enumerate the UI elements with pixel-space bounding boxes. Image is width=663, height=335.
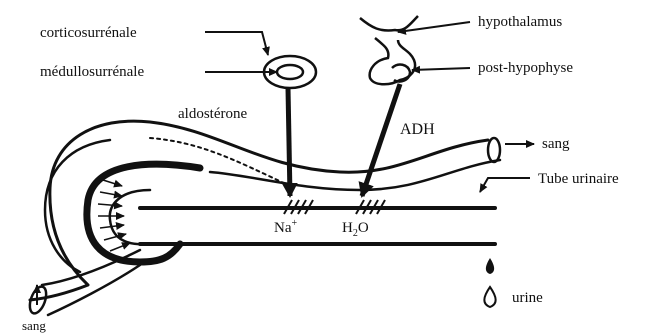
label-h2o-h: H (342, 220, 353, 236)
post-hypophyse-pointer (412, 68, 470, 70)
label-corticosurrenale: corticosurrénale (40, 25, 137, 41)
urine-drop-icon (484, 287, 495, 307)
urine-drop-falling (486, 258, 494, 274)
label-na: Na+ (274, 218, 298, 236)
label-post-hypophyse: post-hypophyse (478, 60, 573, 76)
tubule-opening (488, 138, 500, 162)
label-na-charge: + (292, 218, 298, 229)
label-na-symbol: Na (274, 220, 292, 236)
henle-loop-thick (87, 164, 200, 262)
tubule-outer-wall (30, 121, 488, 300)
label-sang-bottom: sang (22, 318, 46, 333)
corticosurrenale-pointer (205, 32, 268, 55)
aldosterone-arrow (288, 88, 290, 196)
tubule (27, 121, 500, 315)
label-urine: urine (512, 290, 543, 306)
label-tube-urinaire: Tube urinaire (538, 171, 619, 187)
adh-arrow (362, 84, 400, 196)
label-hypothalamus: hypothalamus (478, 14, 562, 30)
adrenal-medulla (277, 65, 303, 79)
tubule-inner-wall (210, 160, 500, 190)
label-medullosurrenale: médullosurrénale (40, 64, 144, 80)
label-h2o-o: O (358, 220, 369, 236)
pituitary (360, 16, 418, 84)
label-adh: ADH (400, 121, 435, 138)
tube-urinaire-pointer (480, 178, 530, 192)
label-aldosterone: aldostérone (178, 106, 247, 122)
lower-tube-wall-b (48, 265, 140, 315)
label-h2o: H2O (342, 220, 369, 239)
hypothalamus-shape (360, 16, 418, 31)
lower-tube-wall-a (42, 250, 140, 285)
label-sang-top: sang (542, 136, 570, 152)
